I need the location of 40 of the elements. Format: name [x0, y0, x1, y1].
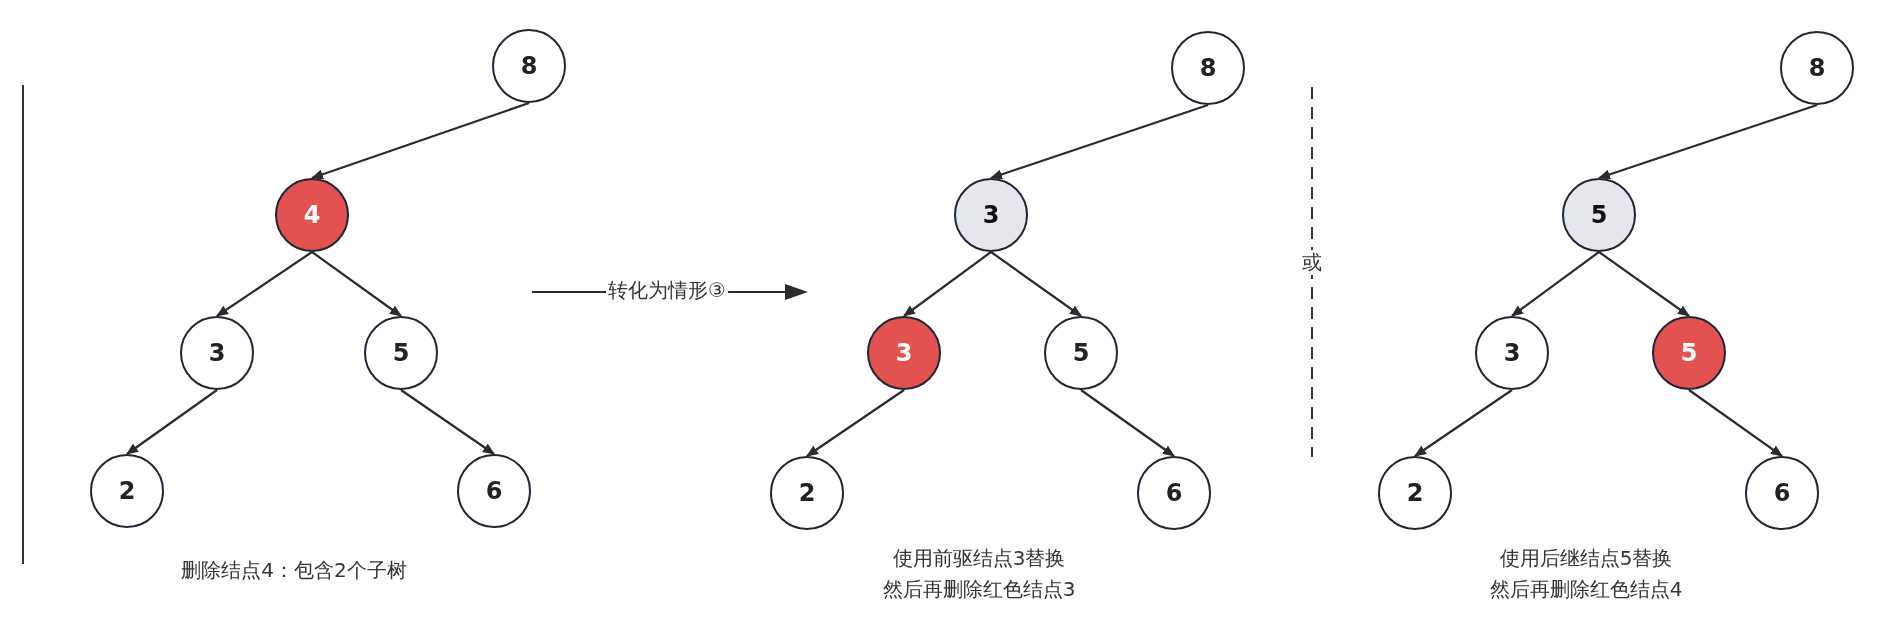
- caption-text: 删除结点4：包含2个子树: [181, 558, 407, 583]
- tree-node-circle: 8: [1780, 31, 1854, 105]
- tree-node-circle: 8: [1171, 31, 1245, 105]
- tree-node-circle: 3: [1475, 316, 1549, 390]
- arrow: [903, 251, 992, 317]
- arrow: [1598, 251, 1690, 317]
- tree-node-circle: 8: [492, 29, 566, 103]
- tree-node-circle: 5: [364, 316, 438, 390]
- arrow: [216, 251, 313, 317]
- arrow: [311, 101, 530, 180]
- arrow: [1598, 103, 1818, 180]
- arrow: [1414, 389, 1513, 457]
- tree-node-circle: 5: [1562, 178, 1636, 252]
- tree-node-circle: 4: [275, 178, 349, 252]
- arrow: [1080, 389, 1175, 457]
- arrow: [400, 389, 495, 455]
- arrow: [1688, 389, 1783, 457]
- arrow: [990, 251, 1082, 317]
- caption-text: 使用后继结点5替换: [1499, 546, 1673, 571]
- arrow: [990, 103, 1209, 180]
- tree-node-circle: 5: [1044, 316, 1118, 390]
- arrow: [311, 251, 402, 317]
- tree-node-circle: 3: [180, 316, 254, 390]
- caption-text: 然后再删除红色结点4: [1489, 577, 1683, 602]
- tree-node-circle: 3: [867, 316, 941, 390]
- caption-text: 然后再删除红色结点3: [882, 577, 1076, 602]
- tree-node-circle: 6: [1137, 456, 1211, 530]
- arrow: [1511, 251, 1600, 317]
- separator-label: 或: [1300, 250, 1324, 275]
- arrow-label: 转化为情形③: [606, 278, 728, 303]
- tree-node-circle: 6: [457, 454, 531, 528]
- tree-node-circle: 2: [770, 456, 844, 530]
- caption-text: 使用前驱结点3替换: [892, 546, 1066, 571]
- arrow: [806, 389, 905, 457]
- tree-node-circle: 5: [1652, 316, 1726, 390]
- tree-node-circle: 2: [90, 454, 164, 528]
- tree-node-circle: 6: [1745, 456, 1819, 530]
- tree-node-circle: 2: [1378, 456, 1452, 530]
- tree-node-circle: 3: [954, 178, 1028, 252]
- arrow: [126, 389, 218, 455]
